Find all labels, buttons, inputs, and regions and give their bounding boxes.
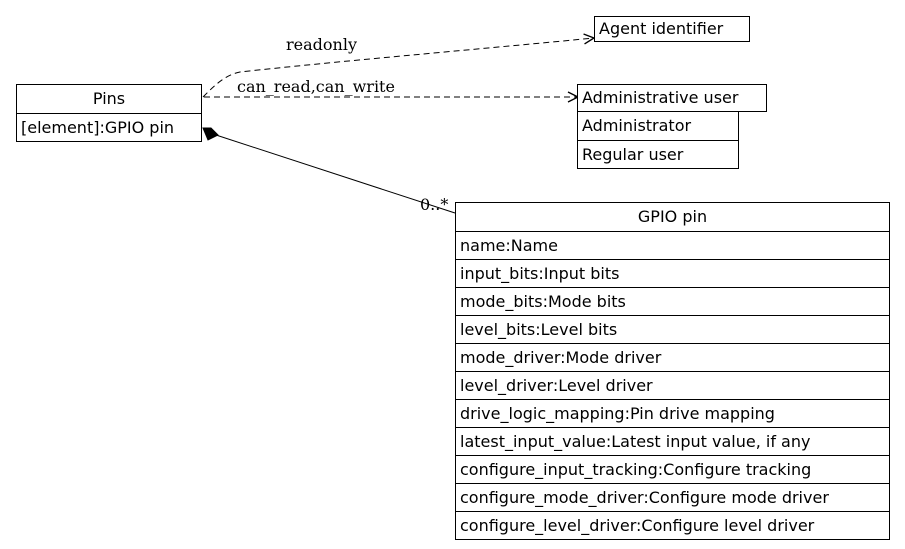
administrative-user-class: Administrative user: [577, 84, 767, 112]
gpio-pin-attribute: level_driver:Level driver: [456, 371, 889, 399]
gpio-pin-attribute: configure_input_tracking:Configure track…: [456, 455, 889, 483]
gpio-pin-class: GPIO pin name:Name input_bits:Input bits…: [455, 202, 890, 540]
pins-class-attribute: [element]:GPIO pin: [17, 113, 201, 141]
gpio-pin-attribute: latest_input_value:Latest input value, i…: [456, 427, 889, 455]
composition-diamond: [202, 127, 219, 141]
gpio-pin-class-title: GPIO pin: [637, 207, 708, 226]
gpio-pin-attribute: configure_level_driver:Configure level d…: [456, 511, 889, 539]
gpio-pin-attribute: name:Name: [456, 231, 889, 259]
pins-class-title: Pins: [92, 89, 126, 108]
multiplicity-label: 0..*: [420, 195, 449, 214]
can-read-write-label: can_read,can_write: [237, 77, 395, 96]
gpio-pin-attribute: mode_driver:Mode driver: [456, 343, 889, 371]
gpio-pin-attribute: drive_logic_mapping:Pin drive mapping: [456, 399, 889, 427]
gpio-pin-attribute: mode_bits:Mode bits: [456, 287, 889, 315]
gpio-pin-attribute: configure_mode_driver:Configure mode dri…: [456, 483, 889, 511]
composition-edge: [215, 134, 456, 214]
pins-class: Pins [element]:GPIO pin: [16, 84, 202, 142]
readonly-dependency-edge: [202, 38, 594, 98]
gpio-pin-attribute: input_bits:Input bits: [456, 259, 889, 287]
gpio-pin-attribute: level_bits:Level bits: [456, 315, 889, 343]
administrative-user-values: Administrator Regular user: [577, 111, 739, 169]
administrative-user-value: Regular user: [578, 140, 738, 168]
readonly-label: readonly: [286, 35, 357, 54]
administrative-user-value: Administrator: [582, 116, 692, 135]
agent-identifier-class: Agent identifier: [594, 16, 750, 42]
